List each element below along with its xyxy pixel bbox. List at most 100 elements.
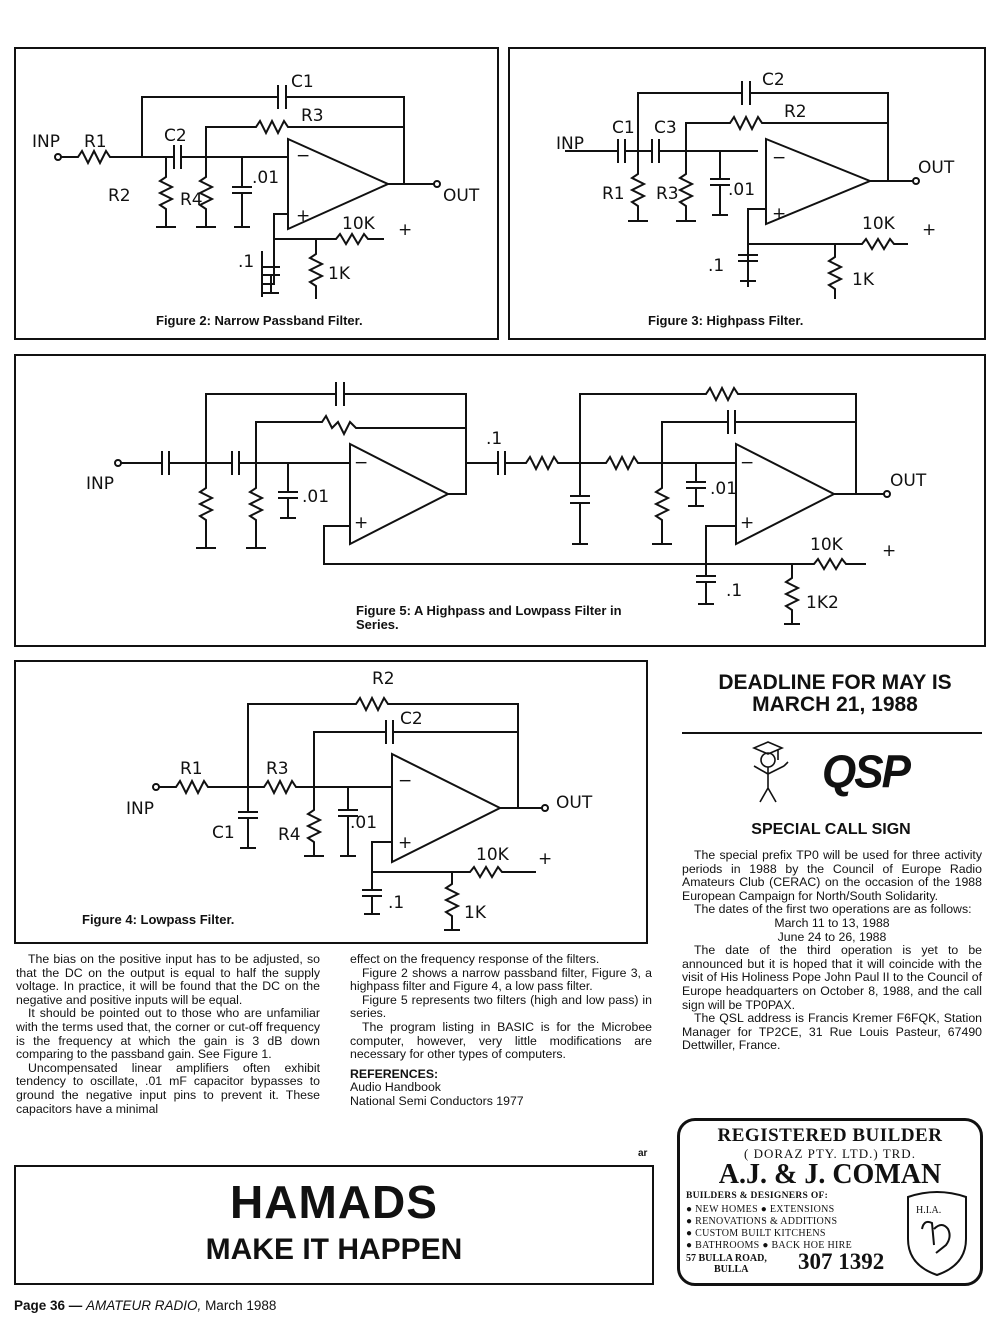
footer-page: Page 36 — (14, 1298, 87, 1313)
fig2-label-c01: .01 (252, 168, 279, 188)
fig4-label-pos: + (538, 849, 552, 869)
fig5-label-out: OUT (890, 471, 927, 491)
fig4-label-1k: 1K (464, 903, 487, 923)
fig4-label-r2: R2 (372, 669, 395, 689)
page-footer: Page 36 — AMATEUR RADIO, March 1988 (14, 1298, 276, 1313)
fig4-label-c2: C2 (400, 709, 423, 729)
graduate-figure-icon (751, 741, 789, 803)
deadline-line-1: DEADLINE FOR MAY IS (718, 671, 952, 694)
fig2-label-1k: 1K (328, 264, 351, 284)
fig4-label-r3: R3 (266, 759, 289, 779)
figure-3-caption: Figure 3: Highpass Filter. (648, 313, 804, 328)
fig3-label-10k: 10K (862, 214, 896, 234)
hamads-ad: HAMADS MAKE IT HAPPEN (14, 1165, 654, 1285)
fig4-label-inp: INP (126, 799, 154, 819)
fig2-label-inp: INP (32, 132, 60, 152)
fig3-label-c3: C3 (654, 118, 677, 138)
qsp-paragraph: The dates of the first two operations ar… (694, 902, 972, 917)
builder-address-line: 57 BULLA ROAD, (686, 1253, 767, 1264)
deadline-notice: DEADLINE FOR MAY IS MARCH 21, 1988 (690, 672, 980, 716)
fig2-label-r2: R2 (108, 186, 131, 206)
article-end-mark: ar (638, 1148, 648, 1159)
fig3-label-c2: C2 (762, 70, 785, 90)
fig4-label-10k: 10K (476, 845, 510, 865)
fig3-label-out: OUT (918, 158, 955, 178)
fig2-label-c1uf: .1 (238, 252, 254, 272)
fig2-label-c2: C2 (164, 126, 187, 146)
builder-service: ● BATHROOMS ● BACK HOE HIRE (686, 1240, 853, 1251)
divider (682, 732, 982, 734)
fig3-label-1k: 1K (852, 270, 875, 290)
builder-line-2: ( DORAZ PTY. LTD.) TRD. (744, 1146, 916, 1161)
fig4-label-c1: C1 (212, 823, 235, 843)
hamads-title: HAMADS (230, 1176, 438, 1228)
fig5-label-10k: 10K (810, 535, 844, 555)
fig2-label-c1: C1 (291, 72, 314, 92)
fig2-label-10k: 10K (342, 214, 376, 234)
fig3-label-inp: INP (556, 134, 584, 154)
figure-2-schematic (54, 85, 441, 299)
fig3-label-c1uf: .1 (708, 256, 724, 276)
fig3-label-r1: R1 (602, 184, 625, 204)
fig5-label-plus-1: + (354, 513, 368, 533)
fig5-label-1k2: 1K2 (806, 593, 839, 613)
qsp-date: June 24 to 26, 1988 (777, 929, 887, 944)
fig5-label-inp: INP (86, 474, 114, 494)
fig4-label-c01: .01 (350, 813, 377, 833)
reference-item: Audio Handbook (350, 1080, 441, 1095)
hia-shield-icon: H.I.A. (907, 1191, 967, 1277)
figure-2-box: C1 R3 INP R1 C2 R2 R4 .01 − + OUT 10K + … (14, 47, 499, 340)
builder-service: ● RENOVATIONS & ADDITIONS (686, 1216, 838, 1227)
figure-3-schematic (565, 81, 920, 299)
fig5-label-c01a: .01 (302, 487, 329, 507)
fig4-label-minus: − (398, 771, 412, 791)
fig2-label-r3: R3 (301, 106, 324, 126)
fig5-label-plus-2: + (740, 513, 754, 533)
figure-4-caption: Figure 4: Lowpass Filter. (82, 912, 235, 927)
figure-4-box: R2 C2 R1 R3 INP C1 R4 .01 − + OUT 10K + … (14, 660, 648, 944)
builder-address: 57 BULLA ROAD, BULLA (686, 1253, 767, 1275)
fig2-label-out: OUT (443, 186, 480, 206)
article-paragraph: The program listing in BASIC is for the … (350, 1019, 652, 1062)
fig5-label-minus-1: − (354, 453, 368, 473)
qsp-heading: SPECIAL CALL SIGN (751, 821, 911, 838)
fig5-label-c1a: .1 (486, 429, 502, 449)
article-column-2: effect on the frequency response of the … (350, 952, 652, 1109)
fig2-label-r4: R4 (180, 190, 203, 210)
fig3-label-c01: .01 (728, 180, 755, 200)
qsp-logo: QSP (822, 746, 911, 799)
builder-tagline: BUILDERS & DESIGNERS OF: (686, 1191, 829, 1201)
fig4-label-out: OUT (556, 793, 593, 813)
article-paragraph: The bias on the positive input has to be… (16, 952, 320, 1007)
builder-name: A.J. & J. COMAN (718, 1159, 942, 1190)
article-paragraph: effect on the frequency response of the … (350, 952, 600, 966)
qsp-date: March 11 to 13, 1988 (774, 915, 890, 930)
qsp-column: The special prefix TP0 will be used for … (682, 848, 982, 1053)
fig2-label-plus: + (296, 206, 310, 226)
footer-magazine: AMATEUR RADIO, (86, 1298, 202, 1313)
builder-ad: REGISTERED BUILDER ( DORAZ PTY. LTD.) TR… (677, 1118, 983, 1286)
fig5-label-c1b: .1 (726, 581, 742, 601)
fig3-label-r3: R3 (656, 184, 679, 204)
figure-4-schematic (152, 695, 549, 931)
qsp-paragraph: The date of the third operation is yet t… (682, 943, 982, 1012)
fig4-label-r4: R4 (278, 825, 301, 845)
fig3-label-r2: R2 (784, 102, 807, 122)
hamads-slogan: MAKE IT HAPPEN (205, 1233, 463, 1266)
fig2-label-minus: − (296, 146, 310, 166)
qsp-paragraph: The special prefix TP0 will be used for … (682, 848, 982, 903)
reference-item: National Semi Conductors 1977 (350, 1093, 524, 1108)
builder-service: ● NEW HOMES ● EXTENSIONS (686, 1204, 835, 1215)
figure-5-box: INP .01 .1 .01 OUT 10K + .1 1K2 − + − + … (14, 354, 986, 647)
fig5-label-c01b: .01 (710, 479, 737, 499)
fig3-label-c1: C1 (612, 118, 635, 138)
hia-badge-text: H.I.A. (916, 1205, 941, 1216)
fig4-label-plus: + (398, 833, 412, 853)
builder-address-line: BULLA (714, 1264, 749, 1275)
article-column-1: The bias on the positive input has to be… (16, 952, 320, 1116)
figure-5-caption: Figure 5: A Highpass and Lowpass Filter … (356, 603, 622, 632)
figure-5-schematic (114, 382, 891, 625)
fig4-label-c1uf: .1 (388, 893, 404, 913)
builder-phone: 307 1392 (798, 1249, 885, 1274)
article-paragraph: Uncompensated linear amplifiers often ex… (16, 1060, 320, 1116)
